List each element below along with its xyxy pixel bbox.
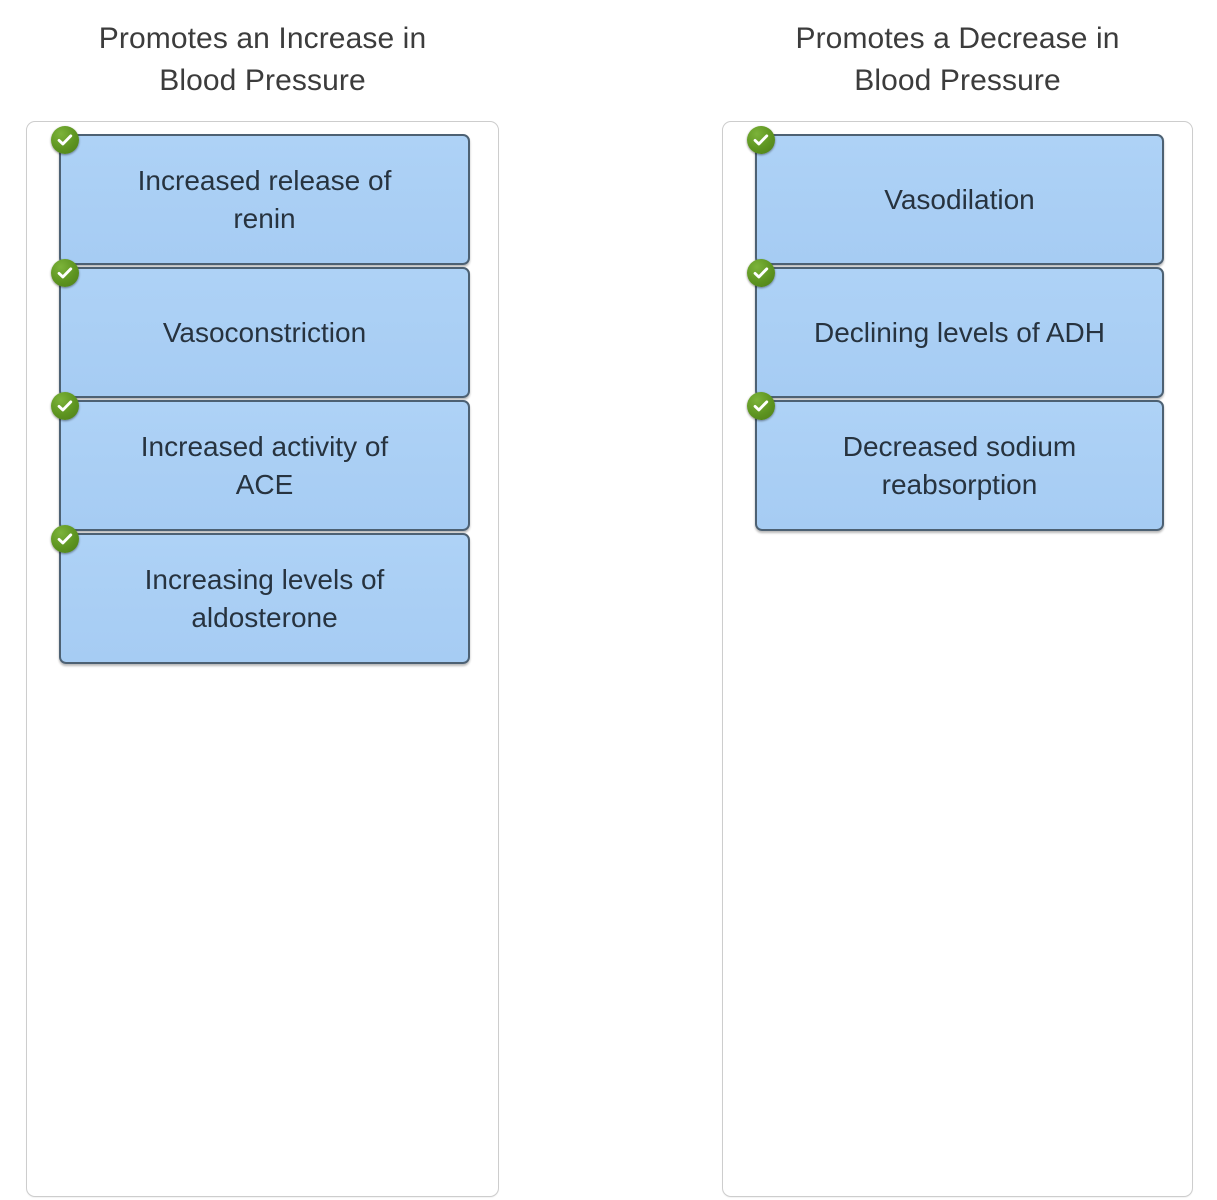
check-icon — [51, 259, 79, 287]
answer-tile[interactable]: Decreased sodium reabsorption — [747, 392, 1164, 531]
check-icon — [747, 392, 775, 420]
answer-tile[interactable]: Increased activity of ACE — [51, 392, 470, 531]
answer-tile-label: Declining levels of ADH — [813, 316, 1105, 348]
check-icon — [51, 525, 79, 553]
check-icon — [747, 259, 775, 287]
answer-tile[interactable]: Declining levels of ADH — [747, 259, 1164, 398]
category-column-decrease: Promotes a Decrease in Blood Pressure Va… — [722, 0, 1193, 1197]
tile-stack-increase: Increased release of renin Vasoconstrict… — [51, 126, 470, 666]
answer-tile-label: Vasoconstriction — [162, 316, 367, 348]
answer-tile-label: Decreased sodium reabsorption — [842, 430, 1077, 500]
check-icon — [51, 126, 79, 154]
dropzone-increase[interactable]: Increased release of renin Vasoconstrict… — [26, 121, 499, 1197]
check-icon — [51, 392, 79, 420]
answer-tile[interactable]: Increasing levels of aldosterone — [51, 525, 470, 664]
category-title-decrease: Promotes a Decrease in Blood Pressure — [795, 22, 1120, 97]
category-title-increase: Promotes an Increase in Blood Pressure — [98, 22, 427, 97]
check-icon — [747, 126, 775, 154]
category-column-increase: Promotes an Increase in Blood Pressure I… — [26, 0, 499, 1197]
answer-tile-label: Vasodilation — [884, 183, 1035, 215]
answer-tile[interactable]: Vasodilation — [747, 126, 1164, 265]
answer-tile-label: Increased release of renin — [137, 164, 392, 234]
answer-tile[interactable]: Increased release of renin — [51, 126, 470, 265]
tile-stack-decrease: Vasodilation Declining levels of ADH — [747, 126, 1164, 533]
answer-tile[interactable]: Vasoconstriction — [51, 259, 470, 398]
answer-tile-label: Increasing levels of aldosterone — [144, 563, 385, 633]
answer-tile-label: Increased activity of ACE — [140, 430, 389, 500]
dropzone-decrease[interactable]: Vasodilation Declining levels of ADH — [722, 121, 1193, 1197]
